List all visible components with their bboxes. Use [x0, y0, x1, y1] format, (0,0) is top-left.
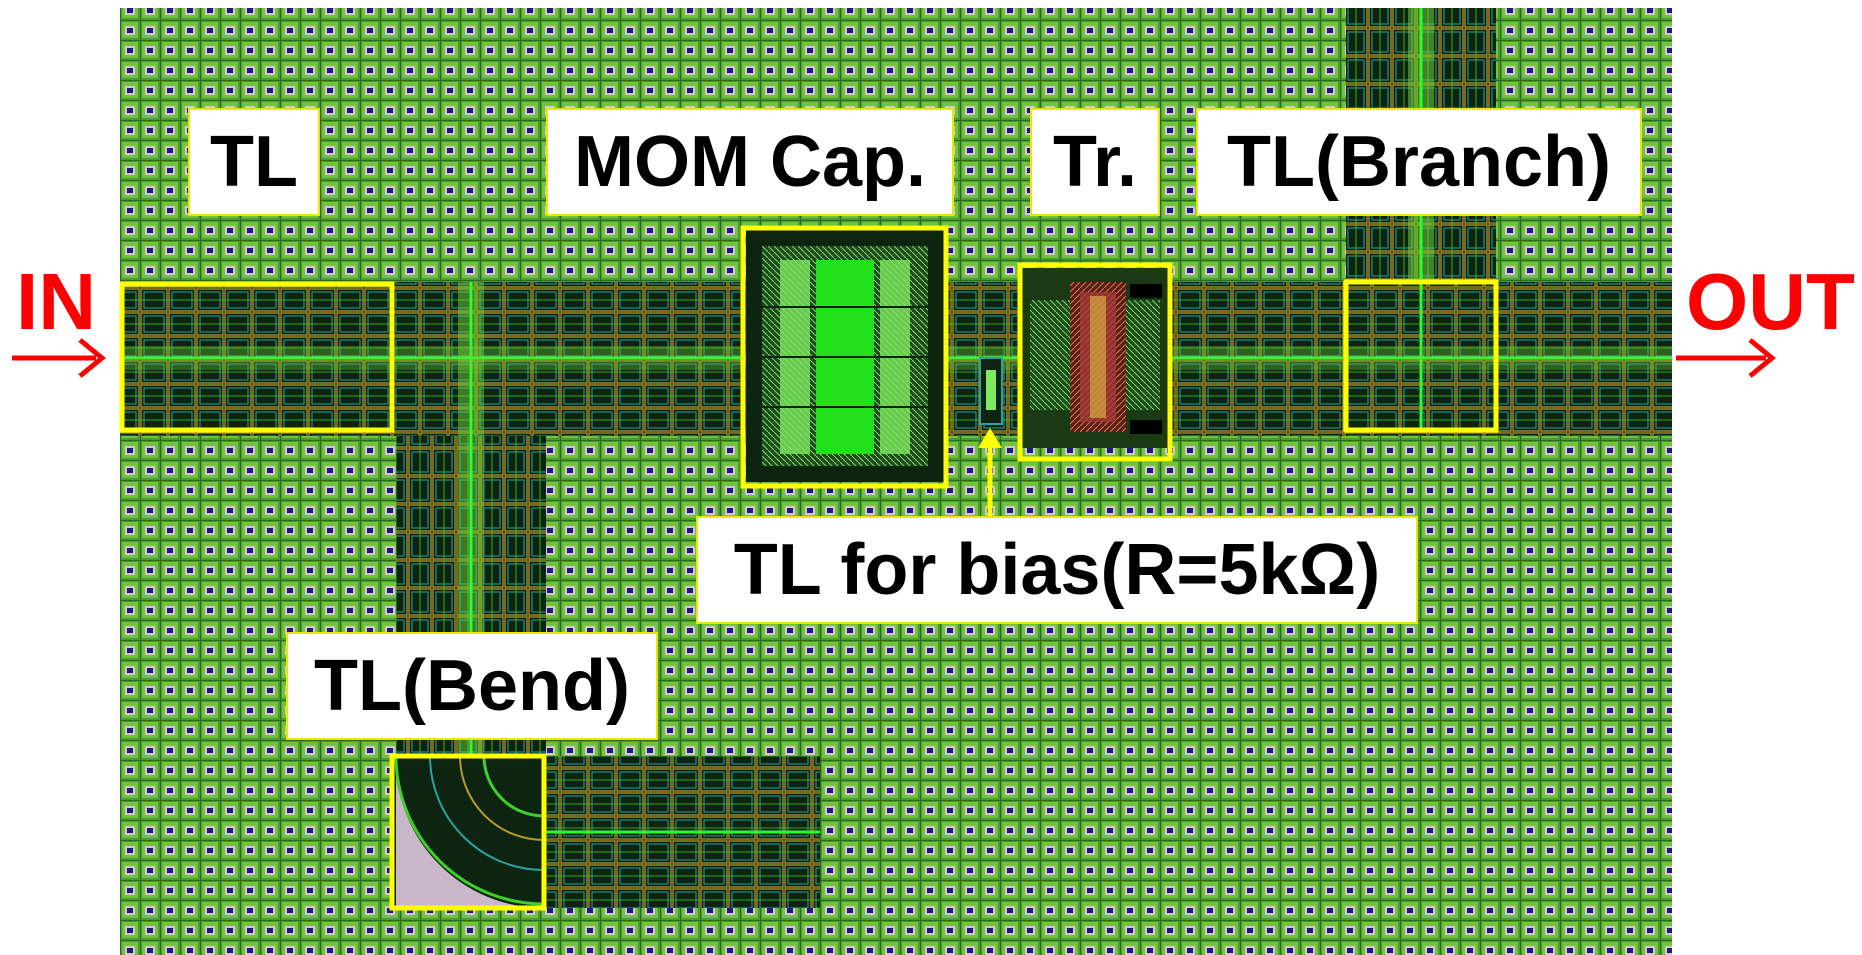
transistor-label: Tr. — [1030, 108, 1160, 216]
output-port-label: OUT — [1686, 257, 1855, 346]
branch-highlight-box — [1343, 279, 1499, 433]
tl-bias-label: TL for bias(R=5kΩ) — [696, 516, 1418, 624]
mom-cap-highlight-box — [740, 225, 949, 489]
bend-highlight-box — [389, 753, 547, 911]
tl-label: TL — [188, 108, 320, 216]
transistor-highlight-box — [1017, 262, 1173, 462]
input-port-label: IN — [16, 257, 96, 346]
tl-branch-label: TL(Branch) — [1196, 108, 1642, 216]
tl-highlight-box — [119, 281, 395, 433]
tl-bend-label: TL(Bend) — [286, 632, 658, 740]
mom-cap-label: MOM Cap. — [546, 108, 954, 216]
